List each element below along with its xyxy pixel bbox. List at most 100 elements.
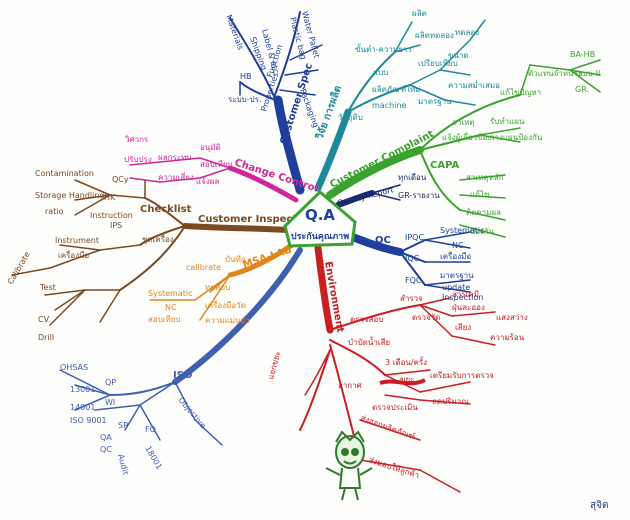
environment-item-12: ตรวจประเมิน: [372, 403, 418, 412]
qc-item-4: มาตรฐาน: [440, 271, 474, 280]
complaint-item-0: BA-HB: [570, 50, 595, 59]
research-item-9: ความสม่ำเสมอ: [448, 79, 500, 90]
complaint-item-3: GR.: [575, 85, 589, 94]
change-control-item-1: ปรับปรุง: [124, 155, 152, 164]
customer-spec-item-6: HB: [240, 72, 252, 81]
research-item-10: ทดลอง: [455, 28, 479, 37]
customer-inspect-item-7: ชุดเครื่อง: [142, 233, 174, 244]
research-item-8: ขนาด: [448, 51, 469, 60]
qc-item-6: IQC: [405, 254, 420, 263]
customer-inspect-item-8: Test: [39, 283, 56, 292]
environment-item-9: 3 เดือน/ครั้ง: [385, 356, 427, 367]
customer-inspect-item-10: CV.: [38, 315, 51, 324]
qc-item-2: NC: [452, 241, 464, 250]
iso-item-2: SP: [118, 421, 128, 430]
research-item-3: ผลิตภัณฑ์ใหม่: [372, 84, 421, 94]
qc-item-0: IPQC: [405, 233, 424, 242]
qc-item-3: เครื่องมือ: [440, 250, 471, 261]
customer-spec-item-7: ระบบ-ปร.: [228, 95, 262, 104]
customer-inspect-item-12: QCy: [112, 175, 129, 184]
quality-report-item-1: GR-รายงาน: [398, 191, 440, 200]
iso-item-11: 18001: [143, 445, 164, 472]
branch-quality-report: [335, 184, 401, 208]
environment-item-11: อากาศ: [338, 381, 362, 390]
customer-inspect-item-13: HK: [104, 193, 116, 202]
research-item-6: เปรียบเทียบ: [418, 59, 458, 68]
complaint-item-9: CAPA: [430, 160, 459, 171]
environment-item-17: ส่งมอบให้ลูกค้า: [367, 455, 420, 481]
msa-lab-item-2: calibrate: [186, 263, 221, 272]
msa-lab-item-4: เครื่องมือวัด: [205, 299, 246, 310]
change-control-item-3: สอบเทียบ: [200, 160, 233, 169]
branch-customer-spec: [229, 11, 323, 195]
change-control-item-4: ผลกระทบ: [158, 153, 191, 162]
branch-customer-complaint: [326, 59, 601, 238]
customer-inspect-item-1: Contamination: [35, 169, 94, 178]
research-item-1: วัตถุดิบ: [338, 113, 363, 122]
environment-item-1: สำรวจ: [400, 294, 423, 303]
center-triangle: [283, 189, 357, 248]
environment-item-0: ตรวจสอบ: [350, 315, 383, 324]
msa-lab-item-3: ทดสอบ: [205, 283, 230, 292]
environment-item-14: แยกขยะ: [266, 350, 282, 380]
branch-customer-inspect: [11, 179, 291, 326]
research-item-0: ขั้นต่ำ-ความยาว: [355, 43, 412, 54]
environment-item-16: ส่งออกผลิตภัณฑ์: [359, 412, 416, 441]
customer-inspect-item-5: เครื่องมือ: [58, 249, 89, 260]
environment-item-6: แสงสว่าง: [496, 313, 528, 322]
mascot-doodle: [325, 430, 373, 501]
msa-lab-item-6: บันทึก: [225, 255, 246, 264]
complaint-item-1: ตัวแทนจำหน่าย: [528, 69, 583, 78]
center-node: Q.A ประกันคุณภาพ: [283, 189, 357, 248]
change-control-item-6: แจ้งผล: [196, 177, 219, 186]
msa-lab-item-5: ความแม่นยำ: [205, 316, 250, 325]
iso-item-12: Audit: [116, 453, 130, 476]
msa-lab-item-7: สอบเทียบ: [148, 315, 181, 324]
complaint-item-2: ระบบ-II: [574, 69, 600, 78]
qc-item-5: update: [442, 283, 470, 292]
center-title: Q.A: [305, 206, 335, 224]
research-item-2: แบบ: [373, 68, 388, 77]
customer-inspect-item-14: IPS: [110, 221, 122, 230]
change-control-item-5: ความเสี่ยง: [158, 171, 194, 182]
complaint-item-10: สาเหตุหลัก: [466, 173, 504, 182]
author-signature: สุจิต: [590, 500, 608, 511]
iso-item-0: QP: [105, 378, 116, 387]
environment-item-3: สารเคมี: [452, 290, 479, 299]
complaint-item-8: วางแผนป้องกัน: [490, 133, 543, 142]
iso-item-4: Objective: [176, 396, 207, 431]
qc-item-7: FQC: [405, 276, 422, 285]
iso-item-1: WI: [105, 398, 115, 407]
complaint-item-7: แจ้งผู้เกี่ยวข้อง: [442, 131, 491, 143]
iso-item-5: 13001: [70, 385, 95, 394]
environment-item-8: บำบัดน้ำเสีย: [348, 336, 390, 347]
customer-inspect-item-3: ratio: [45, 207, 64, 216]
quality-report-item-0: ทุกเดือน: [398, 173, 427, 182]
customer-inspect-label: Customer Inspect: [198, 214, 297, 225]
environment-item-15: ลดปริมาณ: [432, 397, 469, 406]
research-item-7: machine: [372, 101, 406, 110]
complaint-item-13: ติดตามผล: [466, 208, 501, 217]
branch-iso: [59, 247, 303, 446]
iso-label: ISO: [173, 370, 192, 381]
qc-item-8: Inspection: [442, 293, 483, 302]
msa-lab-item-1: NC: [165, 303, 177, 312]
customer-inspect-item-0: Checklist: [140, 204, 192, 215]
complaint-item-12: ป้องกัน: [470, 227, 495, 236]
environment-item-7: ความร้อน: [490, 333, 525, 342]
environment-item-10: ขยะ: [400, 375, 414, 384]
msa-lab-label: MSA-LAB: [242, 245, 294, 271]
iso-item-10: QC: [100, 445, 112, 454]
research-item-4: ผลิต: [412, 9, 427, 18]
iso-item-6: 14001: [70, 403, 95, 412]
iso-item-3: FO: [145, 425, 156, 434]
research-item-5: ผลิตทดลอง: [415, 31, 454, 40]
qc-label: QC: [375, 235, 391, 246]
environment-item-5: เสียง: [455, 323, 471, 332]
environment-item-4: ฝุ่นละออง: [452, 303, 485, 312]
customer-inspect-item-4: Instrument: [55, 236, 99, 245]
branch-environment: [299, 244, 496, 493]
center-subtitle: ประกันคุณภาพ: [291, 231, 349, 242]
environment-item-2: ตรวจวัด: [412, 313, 440, 322]
